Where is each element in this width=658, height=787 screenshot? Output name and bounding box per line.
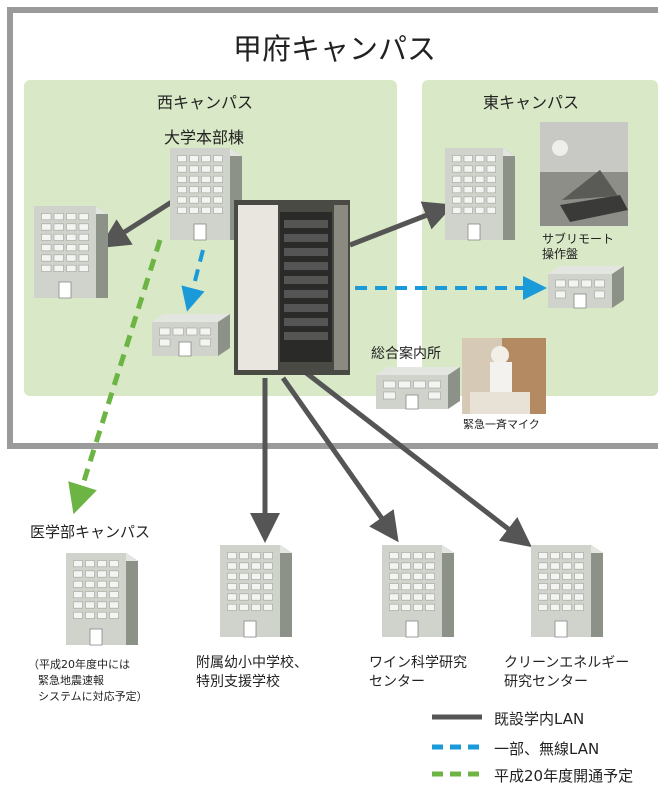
medical-campus-label: 医学部キャンパス (30, 523, 151, 541)
existing-lan-lines (99, 195, 532, 548)
east-small-building (548, 266, 624, 309)
wine-center-label-line-1: ワイン科学研究 (369, 655, 467, 671)
page-title: 甲府キャンパス (233, 32, 437, 66)
legend-label-wireless: 一部、無線LAN (494, 740, 600, 758)
planned-line-to-medical (68, 239, 163, 515)
lan-line-server-to-energy (303, 370, 532, 548)
server-rack-photo (234, 200, 350, 375)
lan-line-server-to-wine (280, 376, 399, 543)
emergency-mic-photo (462, 338, 546, 414)
wine-center-building (382, 545, 454, 638)
medical-building (66, 553, 138, 646)
west-campus-label: 西キャンパス (157, 93, 254, 112)
legend-label-planned: 平成20年度開通予定 (494, 767, 634, 785)
remote-panel-label-1: サブリモート (542, 232, 615, 246)
east-campus-label: 東キャンパス (483, 93, 580, 112)
hq-building-label: 大学本部棟 (164, 128, 245, 147)
kofu-campus-border (7, 7, 658, 449)
energy-center-label-line-2: 研究センター (504, 674, 588, 690)
west-small-building (152, 314, 230, 357)
wireless-lan-lines (181, 249, 547, 312)
lan-line-server-to-east (349, 201, 454, 248)
west-building (34, 206, 108, 299)
medical-note-line-1: （平成20年度中には (28, 658, 130, 671)
wireless-line-hq-to-small (181, 249, 205, 312)
energy-center-label-line-1: クリーンエネルギー (504, 655, 630, 671)
remote-panel-label-2: 操作盤 (542, 247, 579, 261)
info-center-label: 総合案内所 (371, 346, 441, 362)
legend-swatches (432, 714, 486, 777)
energy-center-building (531, 545, 603, 638)
school-label-line-1: 附属幼小中学校、 (196, 655, 308, 671)
remote-panel-photo (540, 122, 628, 226)
medical-note-line-2: 緊急地震速報 (38, 674, 104, 687)
hq-building (170, 148, 242, 241)
buildings-layer (34, 148, 624, 646)
emergency-mic-label: 緊急一斉マイク (463, 418, 540, 431)
medical-note-line-3: システムに対応予定） (38, 690, 148, 703)
east-building (445, 148, 515, 241)
school-building (220, 545, 292, 638)
wine-center-label-line-2: センター (369, 674, 425, 690)
lan-line-hq-to-west (99, 195, 180, 249)
info-center-building (376, 367, 460, 410)
legend-label-existing: 既設学内LAN (494, 710, 585, 728)
school-label-line-2: 特別支援学校 (196, 674, 280, 690)
